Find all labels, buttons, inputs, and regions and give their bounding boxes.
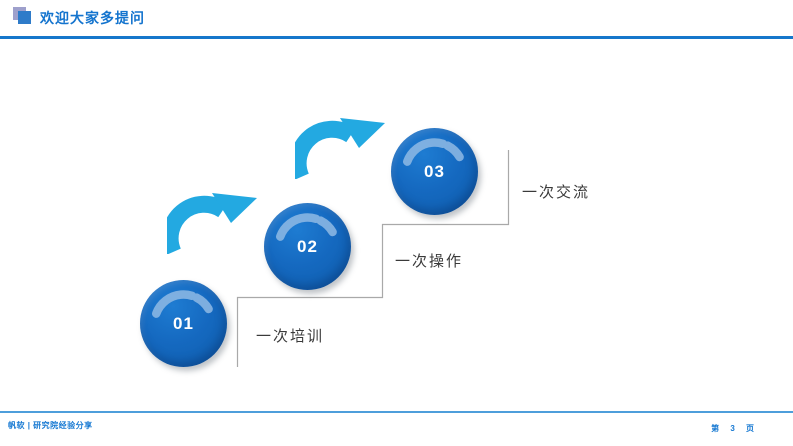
page-label-prefix: 第 bbox=[711, 424, 720, 433]
gloss-arc-path bbox=[403, 138, 464, 166]
footer-brand-text: 帆软 | 研究院经验分享 bbox=[8, 421, 93, 430]
page-label-suffix: 页 bbox=[746, 424, 754, 433]
step-label-training: 一次培训 bbox=[256, 327, 325, 345]
curved-arrow-head bbox=[340, 118, 385, 148]
header-divider-line bbox=[0, 36, 793, 39]
step-number: 03 bbox=[424, 161, 445, 181]
gloss-arc-path bbox=[152, 290, 213, 318]
step-label-operation: 一次操作 bbox=[395, 252, 464, 270]
gloss-arc-path bbox=[276, 213, 337, 241]
step-number: 02 bbox=[297, 236, 318, 256]
curved-arrow-icon bbox=[295, 118, 385, 179]
step-label-communication: 一次交流 bbox=[522, 183, 591, 201]
step-circle-01: 01 bbox=[140, 280, 227, 367]
circle-gloss-arc bbox=[152, 290, 213, 318]
curved-arrow-head bbox=[212, 193, 257, 223]
curved-arrow-body bbox=[295, 120, 356, 179]
footer-divider-line bbox=[0, 411, 793, 413]
curved-arrow-icon bbox=[167, 193, 257, 254]
circle-gloss-arc bbox=[403, 138, 464, 166]
step-circle-02: 02 bbox=[264, 203, 351, 290]
title-marker-front-square bbox=[18, 11, 31, 24]
page-number: 3 bbox=[730, 424, 735, 433]
page-number-indicator: 第 3 页 bbox=[711, 423, 754, 434]
step-circle-03: 03 bbox=[391, 128, 478, 215]
step-number: 01 bbox=[173, 313, 194, 333]
slide-title: 欢迎大家多提问 bbox=[40, 10, 145, 26]
curved-arrow-body bbox=[167, 195, 228, 254]
circle-gloss-arc bbox=[276, 213, 337, 241]
